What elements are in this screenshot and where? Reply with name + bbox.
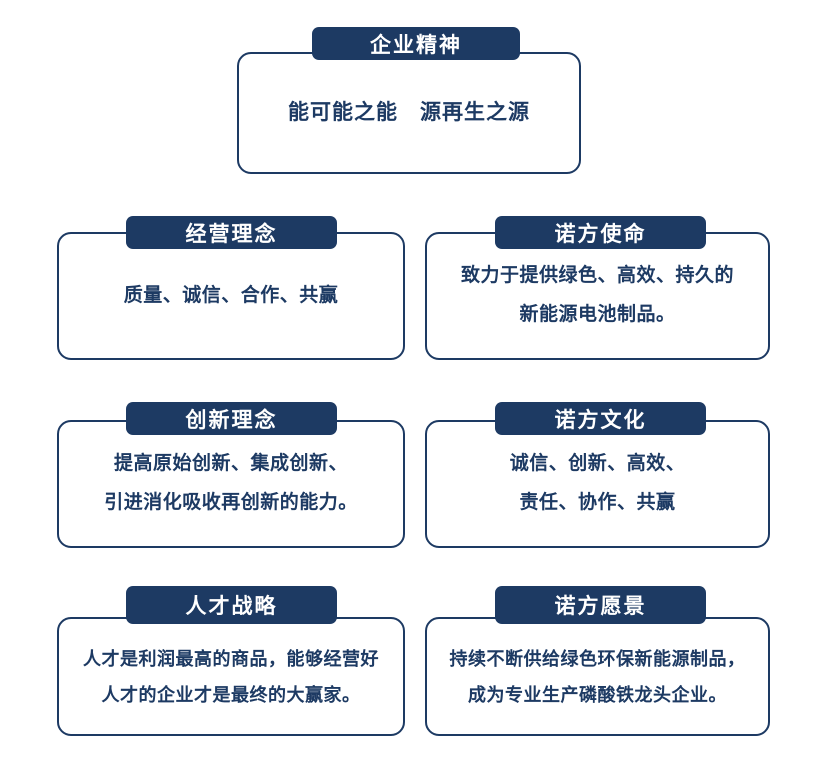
card-header-business-philosophy: 经营理念 bbox=[126, 216, 337, 249]
card-header-nuofang-vision: 诺方愿景 bbox=[495, 586, 706, 624]
card-nuofang-vision: 持续不断供给绿色环保新能源制品， 成为专业生产磷酸铁龙头企业。 bbox=[425, 617, 770, 736]
card-corporate-spirit: 能可能之能 源再生之源 bbox=[237, 52, 581, 174]
card-text-line: 质量、诚信、合作、共赢 bbox=[123, 285, 339, 307]
card-header-label: 诺方愿景 bbox=[554, 595, 647, 618]
card-text-line: 提高原始创新、集成创新、 bbox=[113, 453, 348, 475]
card-body-nuofang-vision: 持续不断供给绿色环保新能源制品， 成为专业生产磷酸铁龙头企业。 bbox=[427, 641, 768, 713]
card-innovation-philosophy: 提高原始创新、集成创新、 引进消化吸收再创新的能力。 bbox=[57, 420, 405, 548]
card-header-label: 经营理念 bbox=[185, 222, 278, 246]
card-text-line: 能可能之能 源再生之源 bbox=[288, 100, 530, 124]
card-text-line: 致力于提供绿色、高效、持久的 bbox=[460, 265, 734, 287]
card-body-corporate-spirit: 能可能之能 源再生之源 bbox=[239, 93, 579, 134]
card-body-business-philosophy: 质量、诚信、合作、共赢 bbox=[59, 277, 403, 314]
card-header-nuofang-culture: 诺方文化 bbox=[495, 402, 706, 435]
card-talent-strategy: 人才是利润最高的商品，能够经营好 人才的企业才是最终的大赢家。 bbox=[57, 617, 405, 736]
card-text-line: 新能源电池制品。 bbox=[519, 304, 676, 325]
card-header-label: 诺方文化 bbox=[554, 408, 647, 432]
card-text-line: 人才的企业才是最终的大赢家。 bbox=[101, 684, 361, 705]
card-text-line: 持续不断供给绿色环保新能源制品， bbox=[449, 648, 746, 669]
card-text-line: 成为专业生产磷酸铁龙头企业。 bbox=[468, 684, 727, 705]
card-text-line: 引进消化吸收再创新的能力。 bbox=[104, 492, 358, 513]
card-body-talent-strategy: 人才是利润最高的商品，能够经营好 人才的企业才是最终的大赢家。 bbox=[59, 641, 403, 713]
card-text-line: 诚信、创新、高效、 bbox=[509, 453, 686, 475]
card-header-label: 创新理念 bbox=[185, 408, 278, 432]
card-text-line: 人才是利润最高的商品，能够经营好 bbox=[83, 648, 379, 669]
card-header-nuofang-mission: 诺方使命 bbox=[495, 216, 706, 249]
card-header-label: 人才战略 bbox=[185, 595, 278, 618]
card-nuofang-culture: 诚信、创新、高效、 责任、协作、共赢 bbox=[425, 420, 770, 548]
card-business-philosophy: 质量、诚信、合作、共赢 bbox=[57, 232, 405, 360]
card-text-line: 责任、协作、共赢 bbox=[519, 492, 676, 513]
card-header-talent-strategy: 人才战略 bbox=[126, 586, 337, 624]
card-header-corporate-spirit: 企业精神 bbox=[312, 27, 520, 60]
card-header-label: 企业精神 bbox=[370, 33, 462, 57]
card-body-innovation-philosophy: 提高原始创新、集成创新、 引进消化吸收再创新的能力。 bbox=[59, 445, 403, 523]
card-nuofang-mission: 致力于提供绿色、高效、持久的 新能源电池制品。 bbox=[425, 232, 770, 360]
card-body-nuofang-culture: 诚信、创新、高效、 责任、协作、共赢 bbox=[427, 445, 768, 523]
card-header-label: 诺方使命 bbox=[554, 222, 647, 246]
card-body-nuofang-mission: 致力于提供绿色、高效、持久的 新能源电池制品。 bbox=[427, 257, 768, 335]
card-header-innovation-philosophy: 创新理念 bbox=[126, 402, 337, 435]
